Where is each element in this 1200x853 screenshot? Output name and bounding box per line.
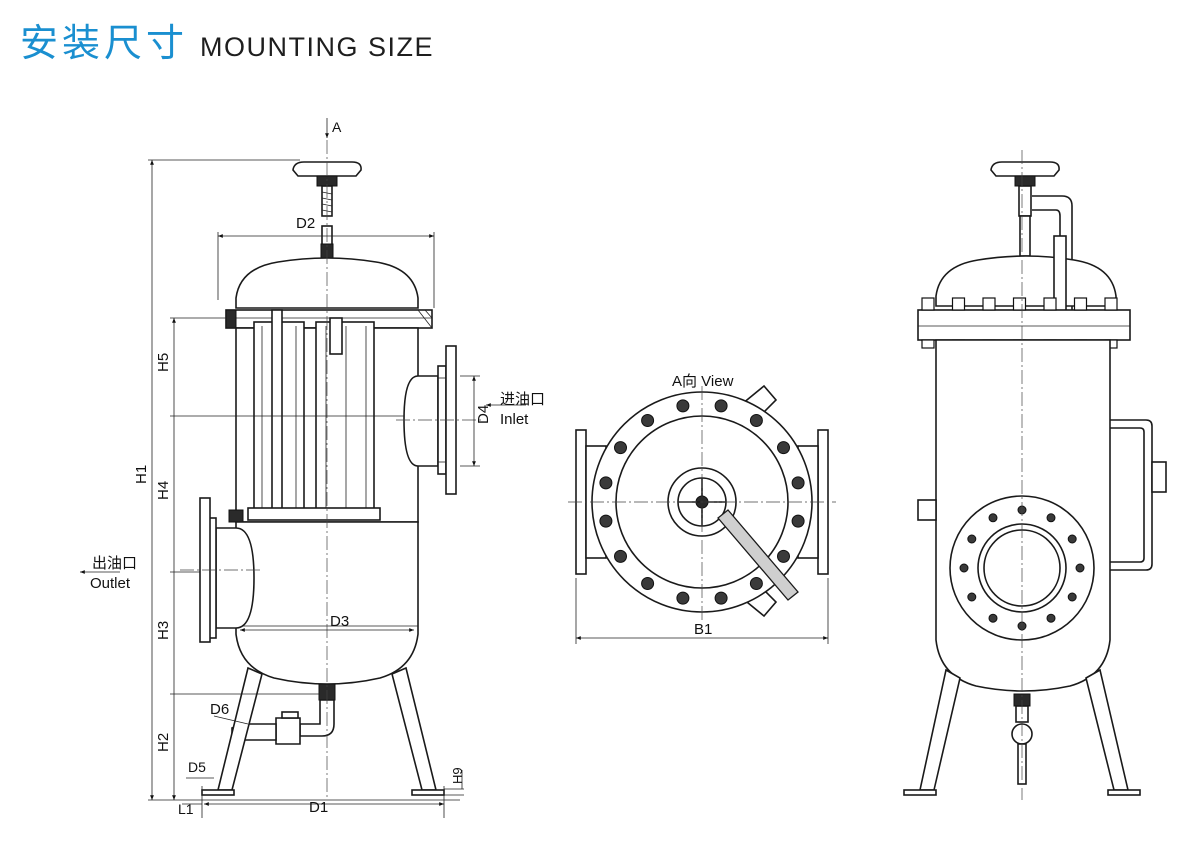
bolt	[967, 592, 977, 602]
page-title: 安装尺寸 MOUNTING SIZE	[20, 12, 435, 65]
bolt	[676, 399, 690, 413]
label-inlet-cn: 进油口	[500, 391, 545, 408]
bolt	[967, 534, 977, 544]
label-h3: H3	[155, 621, 172, 640]
flange-bolts	[599, 399, 805, 605]
front-view: A D2 D3 D1 L1 D5 D6 D4 H1 H5 H4 H3 H2 H9…	[80, 118, 545, 818]
bolt-head	[1012, 297, 1027, 311]
title-chinese: 安装尺寸	[20, 21, 189, 65]
side-flange-band	[917, 309, 1131, 341]
label-l1: L1	[178, 801, 194, 817]
label-d5: D5	[188, 759, 206, 775]
outlet-nozzle	[215, 527, 255, 629]
label-view: A向 View	[672, 373, 734, 390]
label-h2: H2	[155, 733, 172, 752]
bolt	[791, 476, 805, 490]
bolt	[749, 577, 763, 590]
bolt	[714, 591, 728, 605]
bolt	[641, 577, 655, 590]
label-d3: D3	[330, 613, 349, 630]
bolt	[791, 514, 805, 528]
label-d1: D1	[309, 799, 328, 816]
label-h1: H1	[133, 465, 150, 484]
bolt	[988, 513, 998, 523]
bolt-head	[921, 297, 935, 311]
bolt	[777, 441, 790, 455]
label-d6: D6	[210, 701, 229, 718]
label-h9: H9	[450, 767, 465, 784]
bolt	[988, 613, 998, 623]
label-outlet-cn: 出油口	[92, 555, 137, 572]
bolt	[1067, 592, 1077, 602]
label-inlet-en: Inlet	[500, 411, 529, 428]
bolt-head	[1043, 297, 1057, 311]
outlet-flange-bolts	[959, 505, 1085, 631]
bolt-nut	[921, 339, 935, 349]
bolt	[641, 414, 655, 427]
label-outlet-en: Outlet	[90, 575, 131, 592]
top-view-handle	[717, 509, 799, 601]
front-right-leg	[391, 666, 438, 791]
bolt-head	[1073, 297, 1088, 311]
bolt	[777, 549, 790, 563]
label-b1: B1	[694, 621, 712, 638]
label-h4: H4	[155, 481, 172, 500]
side-pipe	[1032, 195, 1073, 360]
bolt-head	[982, 297, 996, 311]
side-view	[903, 150, 1167, 800]
inlet-nozzle	[403, 375, 439, 467]
top-view: A向 View B1	[568, 373, 836, 644]
bolt	[1046, 613, 1056, 623]
label-h5: H5	[155, 353, 172, 372]
bolt	[1075, 563, 1085, 573]
bolt	[614, 441, 627, 455]
title-english: MOUNTING SIZE	[200, 32, 435, 62]
side-right-leg	[1085, 668, 1130, 791]
bolt	[959, 563, 969, 573]
side-left-leg	[919, 668, 961, 791]
bolt-head	[1104, 297, 1118, 311]
bolt	[614, 549, 627, 563]
label-d4: D4	[475, 405, 492, 424]
bolt	[749, 414, 763, 427]
drain-valve	[275, 717, 301, 745]
bolt	[676, 591, 690, 605]
bolt-head	[951, 297, 966, 311]
label-d2: D2	[296, 215, 315, 232]
bolt	[1067, 534, 1077, 544]
bolt	[1046, 513, 1056, 523]
bolt	[599, 514, 613, 528]
label-a: A	[332, 119, 342, 135]
bolt	[599, 476, 613, 490]
bolt	[714, 399, 728, 413]
filter-elements	[228, 309, 381, 523]
